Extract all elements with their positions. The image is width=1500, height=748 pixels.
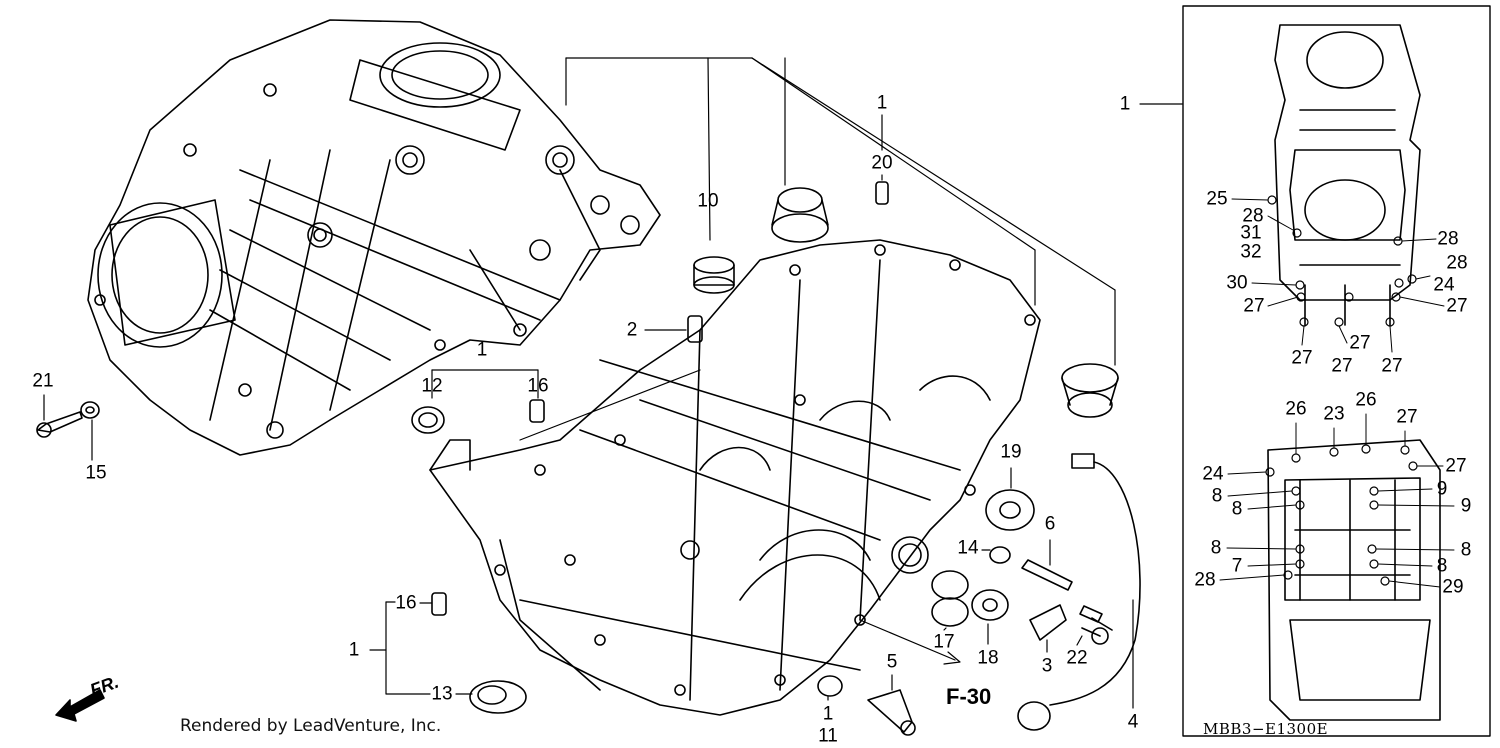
part-number-label: 20	[871, 152, 893, 174]
part-number-label: 9	[1460, 495, 1472, 517]
part-number-label: 23	[1323, 403, 1345, 425]
part-number-label: 10	[697, 190, 719, 212]
part-number-label: 28	[1242, 205, 1264, 227]
part-number-label: 1	[822, 703, 834, 725]
part-number-label: 15	[85, 462, 107, 484]
loose-parts	[36, 181, 1141, 736]
part-number-label: 29	[1442, 576, 1464, 598]
callout-lines	[43, 57, 1183, 709]
part-number-label: 16	[395, 592, 417, 614]
part-number-label: 3	[1041, 655, 1053, 677]
part-number-label: 19	[1000, 441, 1022, 463]
part-number-label: 1	[348, 639, 360, 661]
part-number-label: 31	[1240, 222, 1262, 244]
part-number-label: 9	[1436, 478, 1448, 500]
part-number-label: 22	[1066, 647, 1088, 669]
front-arrow-icon	[55, 689, 105, 722]
part-number-label: 8	[1436, 555, 1448, 577]
part-number-label: 11	[818, 725, 838, 747]
part-number-label: 8	[1460, 539, 1472, 561]
part-number-label: 7	[1231, 555, 1243, 577]
part-number-label: 30	[1226, 272, 1248, 294]
part-number-label: 27	[1446, 295, 1468, 317]
part-number-label: 27	[1396, 406, 1418, 428]
part-number-label: 17	[933, 631, 955, 653]
part-number-label: 5	[886, 651, 898, 673]
part-number-label: 27	[1291, 347, 1313, 369]
part-number-label: 27	[1331, 355, 1353, 377]
part-number-label: 28	[1437, 228, 1459, 250]
part-number-label: 28	[1194, 569, 1216, 591]
part-number-label: 4	[1127, 711, 1139, 733]
part-number-label: 8	[1211, 485, 1223, 507]
part-number-label: 16	[527, 375, 549, 397]
part-number-label: 6	[1044, 513, 1056, 535]
part-number-label: 13	[431, 683, 453, 705]
upper-crankcase-illustration	[87, 19, 661, 456]
part-number-label: 1	[876, 92, 888, 114]
part-number-label: 21	[32, 370, 54, 392]
part-number-label: 8	[1231, 498, 1243, 520]
part-number-label: 1	[476, 339, 488, 361]
part-number-label: 8	[1210, 537, 1222, 559]
part-number-label: 1	[1119, 93, 1131, 115]
part-number-label: 24	[1433, 274, 1455, 296]
lower-crankcase-illustration	[429, 239, 1041, 716]
diagram-code: MBB3−E1300E	[1203, 720, 1329, 738]
part-number-label: 12	[421, 375, 443, 397]
part-number-label: 24	[1202, 463, 1224, 485]
part-number-label: 27	[1349, 332, 1371, 354]
part-number-label: 25	[1206, 188, 1228, 210]
part-number-label: 26	[1355, 389, 1377, 411]
part-number-label: 14	[957, 537, 979, 559]
part-number-label: 32	[1240, 241, 1262, 263]
part-number-label: 27	[1445, 455, 1467, 477]
footer-credit: Rendered by LeadVenture, Inc.	[180, 716, 442, 736]
part-number-label: 28	[1446, 252, 1468, 274]
part-number-label: 27	[1243, 295, 1265, 317]
part-number-label: 2	[626, 319, 638, 341]
part-number-label: 26	[1285, 398, 1307, 420]
bolt-layout-inset	[1182, 5, 1491, 737]
page-reference-label: F-30	[946, 684, 992, 709]
part-number-label: 18	[977, 647, 999, 669]
part-number-label: 27	[1381, 355, 1403, 377]
